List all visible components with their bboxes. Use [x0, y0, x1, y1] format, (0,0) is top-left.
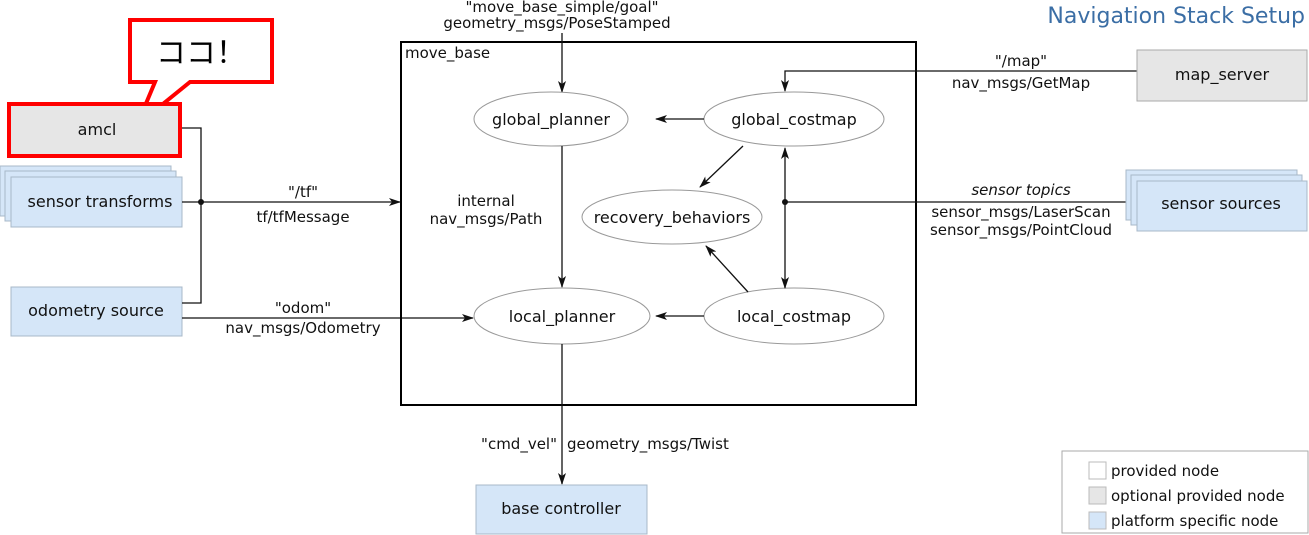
- sensor-transforms-node[interactable]: sensor transforms: [0, 165, 183, 228]
- callout-text: ココ！: [156, 36, 246, 71]
- recovery-behaviors-label: recovery_behaviors: [594, 208, 751, 228]
- local-costmap-label: local_costmap: [737, 307, 851, 327]
- odom-topic: "odom": [275, 299, 331, 317]
- global-planner-node[interactable]: global_planner: [473, 91, 629, 147]
- map-topic: "/map": [995, 52, 1047, 70]
- local-planner-node[interactable]: local_planner: [473, 287, 651, 345]
- legend: provided node optional provided node platf…: [1061, 450, 1309, 534]
- legend-swatch: [1088, 486, 1107, 505]
- local-planner-label: local_planner: [509, 307, 616, 327]
- odometry-source-label: odometry source: [28, 301, 164, 320]
- amcl-node[interactable]: amcl: [7, 102, 182, 158]
- global-costmap-node[interactable]: global_costmap: [703, 91, 885, 147]
- callout: ココ！: [128, 18, 274, 127]
- map-server-label: map_server: [1175, 65, 1270, 85]
- sensor-type-pointcloud: sensor_msgs/PointCloud: [930, 221, 1112, 240]
- global-costmap-recovery-edge: [699, 145, 744, 188]
- global-planner-label: global_planner: [492, 110, 610, 130]
- odometry-source-node[interactable]: odometry source: [10, 286, 183, 337]
- goal-type: geometry_msgs/PoseStamped: [443, 14, 670, 33]
- diagram-title: Navigation Stack Setup: [1047, 4, 1305, 29]
- sensor-sources-label: sensor sources: [1161, 194, 1281, 213]
- move-base-label: move_base: [405, 44, 490, 63]
- cmd-vel-topic: "cmd_vel": [481, 435, 557, 454]
- local-costmap-recovery-edge: [705, 245, 749, 293]
- map-server-node[interactable]: map_server: [1136, 49, 1308, 102]
- legend-swatch: [1088, 461, 1107, 480]
- path-topic: internal: [457, 192, 515, 210]
- tf-type: tf/tfMessage: [256, 208, 349, 226]
- sensor-topic: sensor topics: [971, 181, 1070, 199]
- legend-label: optional provided node: [1111, 487, 1285, 505]
- base-controller-node[interactable]: base controller: [475, 484, 648, 535]
- move-base-container: [400, 41, 917, 406]
- junction-dot: [198, 199, 204, 205]
- sensor-sources-node[interactable]: sensor sources: [1125, 169, 1308, 232]
- sensor-type-laserscan: sensor_msgs/LaserScan: [931, 203, 1110, 222]
- tf-topic: "/tf": [288, 183, 318, 201]
- global-costmap-label: global_costmap: [731, 110, 857, 130]
- amcl-label: amcl: [78, 120, 117, 139]
- legend-label: platform specific node: [1111, 512, 1278, 530]
- path-type: nav_msgs/Path: [430, 210, 543, 229]
- tf-bus-line: [182, 127, 202, 304]
- goal-topic: "move_base_simple/goal": [465, 0, 658, 17]
- legend-label: provided node: [1111, 462, 1219, 480]
- base-controller-label: base controller: [501, 499, 621, 518]
- recovery-behaviors-node[interactable]: recovery_behaviors: [581, 189, 763, 245]
- map-type: nav_msgs/GetMap: [952, 74, 1090, 93]
- cmd-vel-type: geometry_msgs/Twist: [567, 435, 729, 454]
- map-edge: [781, 70, 1137, 92]
- local-costmap-node[interactable]: local_costmap: [703, 287, 885, 345]
- legend-swatch: [1088, 511, 1107, 530]
- sensor-transforms-label: sensor transforms: [28, 192, 173, 211]
- odom-type: nav_msgs/Odometry: [225, 319, 380, 338]
